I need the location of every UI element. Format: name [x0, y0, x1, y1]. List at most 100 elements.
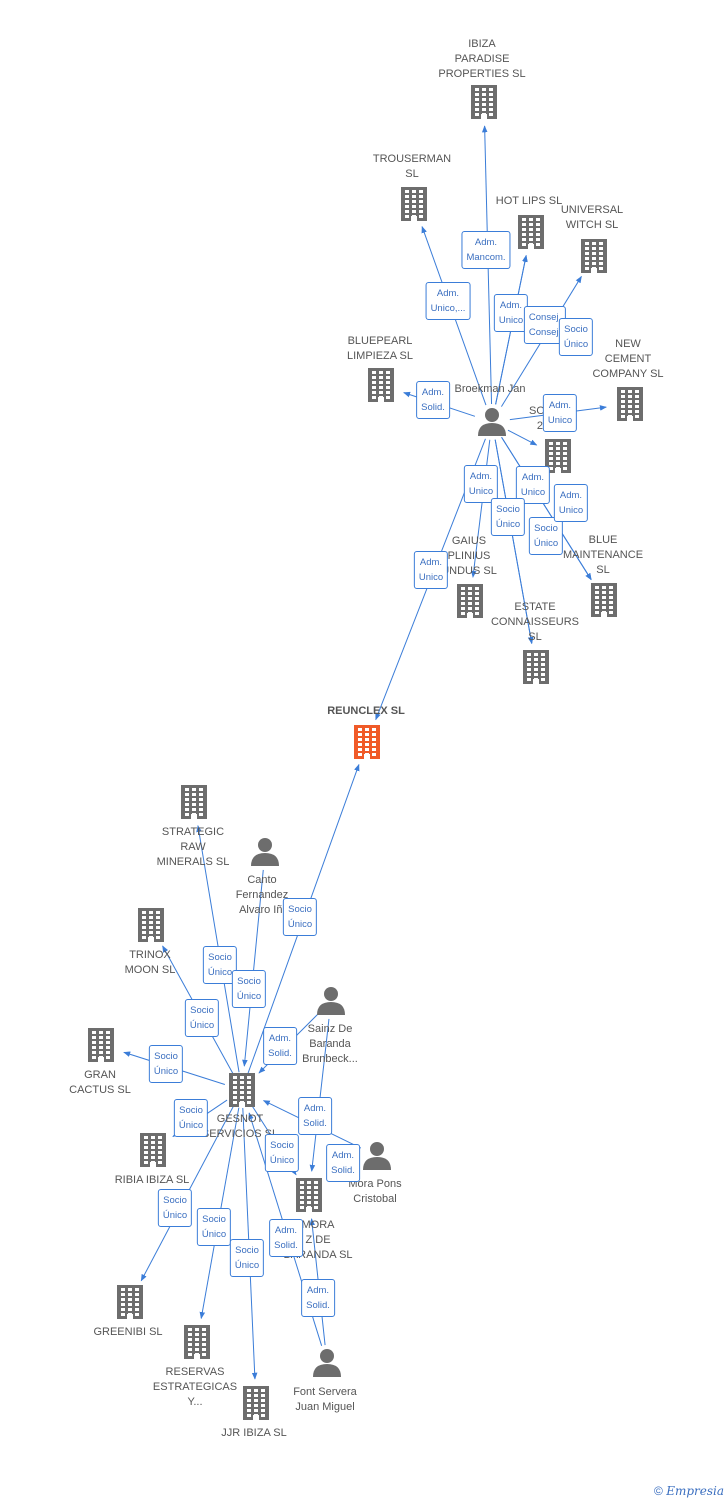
relation-text: Socio	[534, 523, 558, 534]
reunclex-building-icon[interactable]	[354, 725, 380, 759]
empresia-logo[interactable]: Empresia	[666, 1484, 724, 1498]
relation-text: Adm.	[521, 472, 545, 483]
relation-badge[interactable]: Adm.Solid.	[416, 381, 450, 419]
gesnot-building-icon[interactable]	[229, 1073, 255, 1107]
gaius-building-icon[interactable]	[457, 584, 483, 618]
hotlips-company-label[interactable]: HOT LIPS SL	[496, 194, 562, 209]
relation-text: Consej.	[528, 312, 562, 323]
relation-badge[interactable]: Adm.Unico	[463, 465, 499, 503]
estate-building-icon[interactable]	[523, 650, 549, 684]
bluemaint-building-icon[interactable]	[591, 583, 617, 617]
relation-badge[interactable]: Adm.Solid.	[263, 1027, 297, 1065]
relation-text: Único	[201, 1229, 227, 1240]
relation-badge[interactable]: Adm.Solid.	[301, 1279, 335, 1317]
relation-text: Solid.	[303, 1118, 327, 1129]
label-line: TROUSERMAN	[372, 153, 452, 165]
strategic-building-icon[interactable]	[181, 785, 207, 819]
reservas-building-icon[interactable]	[184, 1325, 210, 1359]
jjr-building-icon[interactable]	[243, 1386, 269, 1420]
relation-badge[interactable]: Adm.Unico	[553, 484, 589, 522]
relation-text: Socio	[496, 504, 520, 515]
broekman-person-icon[interactable]	[478, 408, 506, 436]
trouserman-building-icon[interactable]	[401, 187, 427, 221]
relation-badge[interactable]: Adm.Unico	[493, 294, 529, 332]
relation-text: Unico	[468, 486, 494, 497]
relation-text: Único	[153, 1066, 179, 1077]
relation-badge[interactable]: Adm.Unico	[413, 551, 449, 589]
focus-company-label[interactable]: REUNCLEX SL	[327, 704, 405, 719]
relation-badge[interactable]: Adm.Solid.	[269, 1219, 303, 1257]
canto-person-icon[interactable]	[251, 838, 279, 866]
ribia-building-icon[interactable]	[140, 1133, 166, 1167]
label-line: NEW	[615, 338, 641, 350]
footer: © Empresia	[654, 1484, 724, 1498]
universal-building-icon[interactable]	[581, 239, 607, 273]
font-person-icon[interactable]	[313, 1349, 341, 1377]
label-line: Font Servera	[293, 1386, 357, 1398]
relation-text: Adm.	[268, 1033, 292, 1044]
newcement-building-icon[interactable]	[617, 387, 643, 421]
greenibi-building-icon[interactable]	[117, 1285, 143, 1319]
relation-text: Adm.	[419, 557, 443, 568]
relation-badge[interactable]: Adm.Solid.	[326, 1144, 360, 1182]
relation-badge[interactable]: Adm.Unico	[542, 394, 578, 432]
label-line: SL	[528, 631, 542, 643]
ibiza-building-icon[interactable]	[471, 85, 497, 119]
trinox-building-icon[interactable]	[138, 908, 164, 942]
sainz-person-icon[interactable]	[317, 987, 345, 1015]
mora-building-icon[interactable]	[296, 1178, 322, 1212]
relation-edge	[242, 869, 264, 1067]
relation-edge	[309, 1018, 330, 1172]
label-line: IBIZA	[468, 38, 496, 50]
hotlips-building-icon[interactable]	[518, 215, 544, 249]
label-line: SERVICIOS SL	[201, 1128, 279, 1140]
broekman-person-label[interactable]: Broekman Jan	[455, 382, 526, 397]
label-line: UNIVERSAL	[560, 204, 624, 216]
relation-text: Socio	[208, 952, 232, 963]
label-line: Brunbeck...	[302, 1053, 358, 1065]
greenibi-company-label[interactable]: GREENIBI SL	[93, 1325, 162, 1340]
relation-badge[interactable]: Adm.Unico	[515, 466, 551, 504]
ribia-company-label[interactable]: RIBIA IBIZA SL	[115, 1173, 190, 1188]
grancactus-building-icon[interactable]	[88, 1028, 114, 1062]
relation-badge[interactable]: Adm.Solid.	[298, 1097, 332, 1135]
relation-badge[interactable]: Adm.Unico,...	[425, 282, 471, 320]
jjr-company-label[interactable]: JJR IBIZA SL	[221, 1426, 286, 1441]
relation-badge[interactable]: Adm.Mancom.	[461, 231, 511, 269]
bluepearl-building-icon[interactable]	[368, 368, 394, 402]
morapons-person-icon[interactable]	[363, 1142, 391, 1170]
relation-text: Adm.	[421, 387, 445, 398]
label-line: COMPANY SL	[592, 368, 664, 380]
relation-text: Único	[234, 1260, 260, 1271]
